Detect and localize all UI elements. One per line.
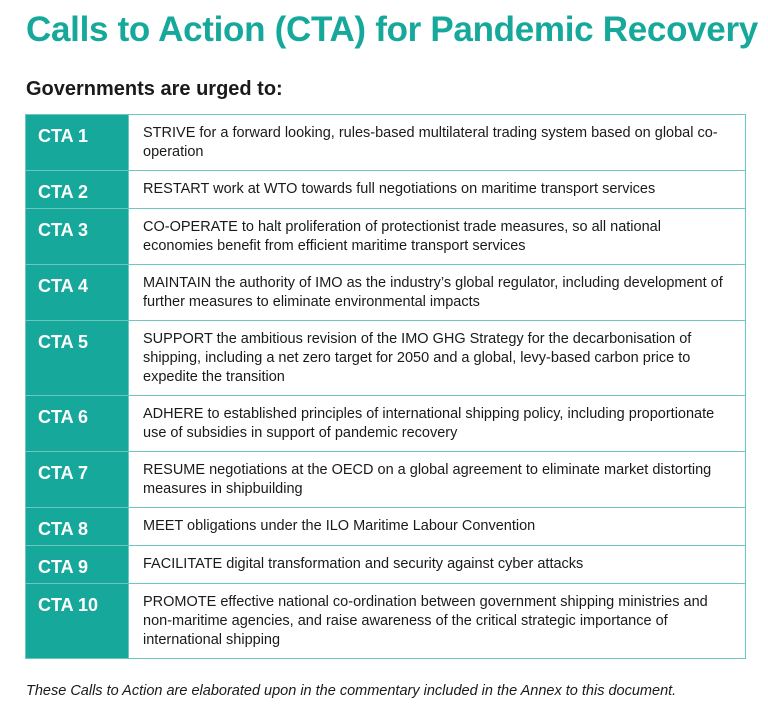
page-title: Calls to Action (CTA) for Pandemic Recov… (26, 10, 758, 49)
table-row: CTA 2 RESTART work at WTO towards full n… (25, 170, 746, 209)
table-row: CTA 4 MAINTAIN the authority of IMO as t… (25, 264, 746, 321)
cta-description: MAINTAIN the authority of IMO as the ind… (128, 264, 746, 321)
table-row: CTA 9 FACILITATE digital transformation … (25, 545, 746, 584)
cta-description: RESUME negotiations at the OECD on a glo… (128, 451, 746, 508)
cta-code: CTA 7 (25, 451, 129, 508)
footer-note: These Calls to Action are elaborated upo… (26, 683, 677, 699)
cta-description: PROMOTE effective national co-ordination… (128, 583, 746, 659)
cta-code: CTA 4 (25, 264, 129, 321)
cta-table: CTA 1 STRIVE for a forward looking, rule… (25, 114, 746, 659)
cta-code: CTA 8 (25, 507, 129, 546)
table-row: CTA 10 PROMOTE effective national co-ord… (25, 583, 746, 659)
table-row: CTA 6 ADHERE to established principles o… (25, 395, 746, 452)
cta-description: FACILITATE digital transformation and se… (128, 545, 746, 584)
cta-code: CTA 2 (25, 170, 129, 209)
cta-code: CTA 3 (25, 208, 129, 265)
table-row: CTA 8 MEET obligations under the ILO Mar… (25, 507, 746, 546)
cta-code: CTA 5 (25, 320, 129, 396)
cta-code: CTA 1 (25, 114, 129, 171)
cta-description: MEET obligations under the ILO Maritime … (128, 507, 746, 546)
cta-description: STRIVE for a forward looking, rules-base… (128, 114, 746, 171)
cta-description: CO-OPERATE to halt proliferation of prot… (128, 208, 746, 265)
cta-description: RESTART work at WTO towards full negotia… (128, 170, 746, 209)
cta-code: CTA 6 (25, 395, 129, 452)
section-subtitle: Governments are urged to: (26, 78, 283, 100)
table-row: CTA 7 RESUME negotiations at the OECD on… (25, 451, 746, 508)
cta-description: SUPPORT the ambitious revision of the IM… (128, 320, 746, 396)
cta-code: CTA 9 (25, 545, 129, 584)
cta-description: ADHERE to established principles of inte… (128, 395, 746, 452)
table-row: CTA 3 CO-OPERATE to halt proliferation o… (25, 208, 746, 265)
cta-code: CTA 10 (25, 583, 129, 659)
table-row: CTA 5 SUPPORT the ambitious revision of … (25, 320, 746, 396)
table-row: CTA 1 STRIVE for a forward looking, rule… (25, 114, 746, 171)
